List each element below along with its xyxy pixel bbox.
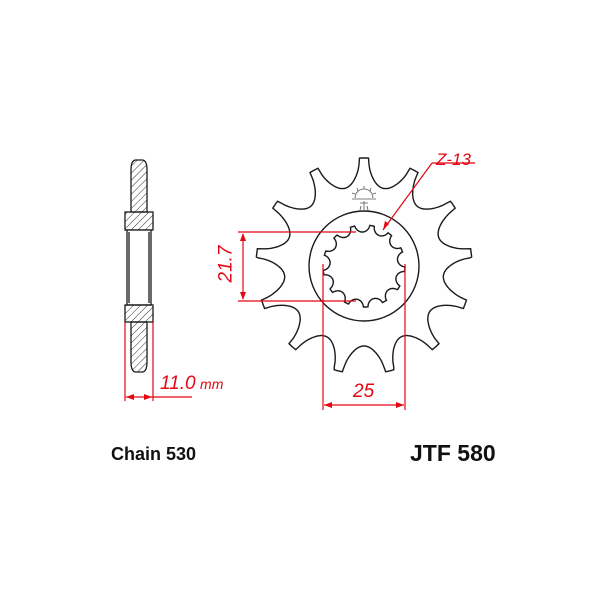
part-number: JTF 580 — [410, 440, 496, 466]
thickness-dimension: 11.0 mm — [160, 373, 223, 395]
sprocket-outline — [255, 157, 473, 373]
spline-outline — [322, 224, 406, 308]
logo-icon — [351, 186, 377, 211]
spline-inner-dimension: 21.7 — [215, 245, 237, 283]
teeth-count-label: Z-13 — [436, 150, 471, 169]
thickness-value: 11.0 — [160, 373, 196, 394]
spline-outer-dimension: 25 — [353, 381, 375, 402]
side-view — [124, 159, 154, 373]
thickness-unit: mm — [200, 376, 224, 392]
chain-label: Chain 530 — [111, 444, 197, 464]
hub-circle — [308, 210, 420, 322]
dimension-lines — [124, 162, 475, 410]
